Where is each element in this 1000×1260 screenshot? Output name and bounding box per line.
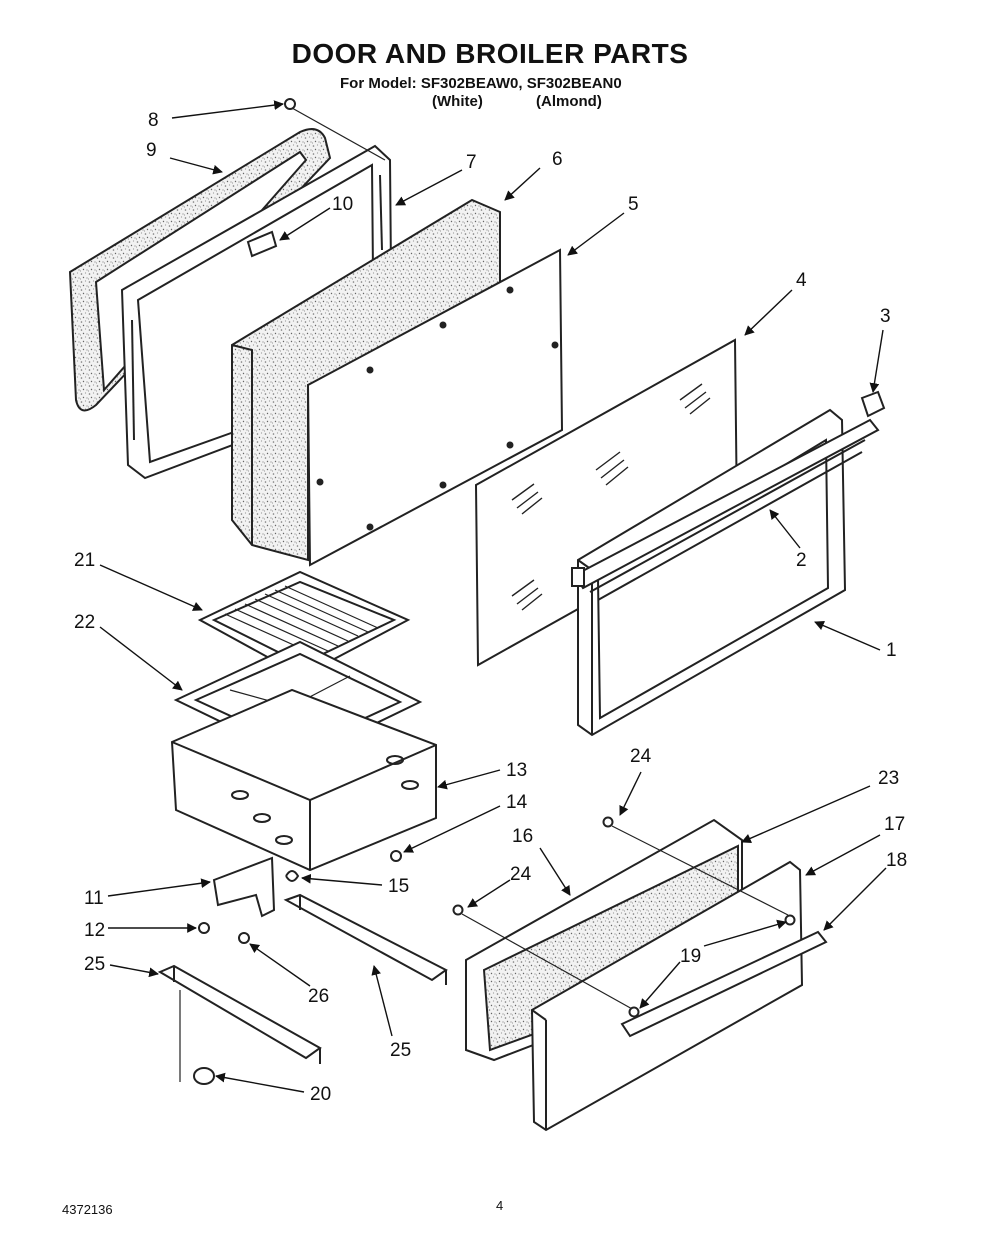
screw-24-left	[452, 904, 635, 1011]
page-title: DOOR AND BROILER PARTS	[291, 38, 689, 69]
callout-17: 17	[884, 814, 905, 835]
callout-12: 12	[84, 920, 105, 941]
callout-24-left: 24	[510, 864, 532, 885]
broiler-drawer-inner	[465, 818, 743, 1062]
broiler-grid	[197, 570, 411, 678]
callout-16: 16	[512, 826, 533, 847]
callout-22: 22	[74, 612, 95, 633]
foot-20	[193, 1067, 215, 1085]
callout-21: 21	[74, 550, 95, 571]
page-number: 4	[496, 1198, 504, 1213]
handle-end-clip	[860, 390, 886, 418]
leader-lines	[99, 100, 887, 1093]
side-bracket	[212, 856, 276, 918]
callout-13: 13	[506, 760, 527, 781]
callout-8: 8	[148, 110, 159, 131]
broiler-rail-right	[283, 893, 448, 985]
callout-6: 6	[552, 149, 563, 170]
callout-23: 23	[878, 768, 899, 789]
screw-24-top	[602, 816, 789, 916]
model-subtitle: For Model: SF302BEAW0, SF302BEAN0	[340, 75, 622, 92]
callout-4: 4	[796, 270, 807, 291]
callout-2: 2	[796, 550, 807, 571]
nut-12	[198, 922, 210, 934]
callout-7: 7	[466, 152, 477, 173]
door-handle	[571, 418, 880, 601]
screw-19-lower	[628, 1006, 640, 1018]
callout-10: 10	[332, 194, 353, 215]
callout-26: 26	[308, 986, 329, 1007]
drawer-handle	[620, 930, 828, 1038]
callout-5: 5	[628, 194, 639, 215]
inner-glass-panel	[306, 248, 564, 567]
callout-9: 9	[146, 140, 157, 161]
broiler-rail-left	[157, 964, 322, 1082]
document-number: 4372136	[62, 1202, 113, 1217]
variant-white-label: (White)	[432, 93, 483, 110]
screw-19-upper	[784, 914, 796, 926]
callout-14: 14	[506, 792, 528, 813]
callout-labels: 8 9 7 6 10 5 4 3 2 1 21 22 13 14 15 11 1…	[74, 110, 907, 1105]
callout-20: 20	[310, 1084, 331, 1105]
screw-8	[284, 98, 386, 161]
screw-26	[238, 932, 250, 944]
small-bracket	[246, 230, 278, 258]
callout-25-left: 25	[84, 954, 105, 975]
callout-25-right: 25	[390, 1040, 411, 1061]
callout-19: 19	[680, 946, 701, 967]
callout-24-top: 24	[630, 746, 652, 767]
variant-almond-label: (Almond)	[536, 93, 602, 110]
callout-18: 18	[886, 850, 907, 871]
callout-3: 3	[880, 306, 891, 327]
callout-1: 1	[886, 640, 897, 661]
broiler-drawer-front	[530, 860, 804, 1132]
clip-15	[285, 870, 300, 882]
broiler-pan	[170, 688, 437, 872]
callout-15: 15	[388, 876, 409, 897]
screw-14	[390, 850, 402, 862]
callout-11: 11	[84, 888, 104, 909]
